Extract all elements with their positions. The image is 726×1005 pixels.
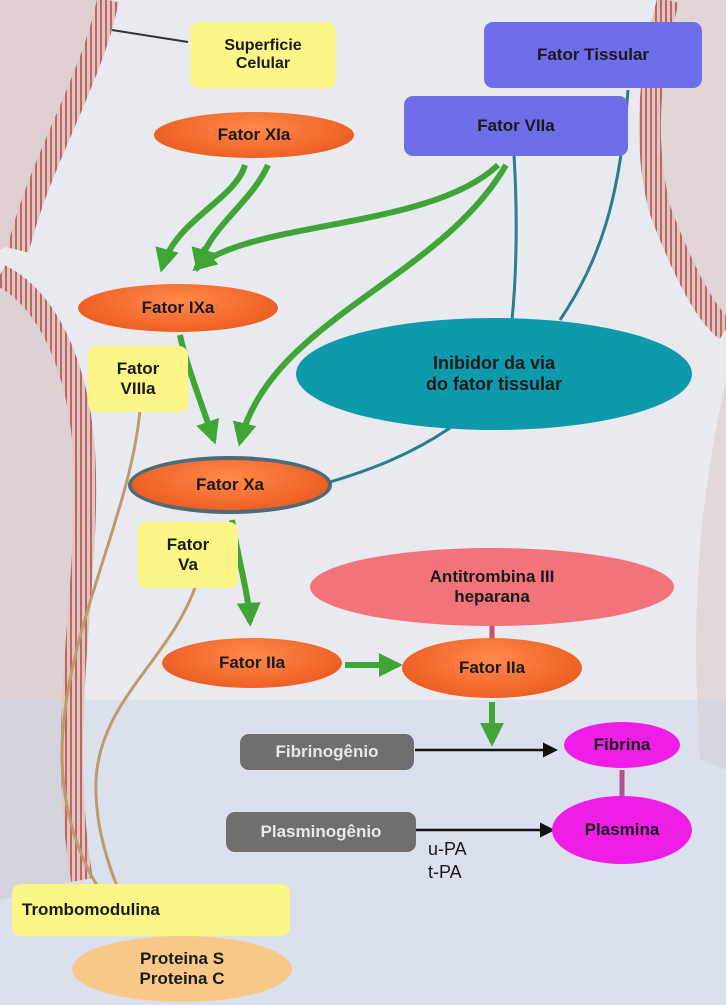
trombomodulina-label: Trombomodulina xyxy=(12,884,290,936)
inibidor-via-fator-tissular-node: Inibidor da via do fator tissular xyxy=(296,318,692,430)
fator-viia-node: Fator VIIa xyxy=(404,96,628,156)
plasmina-node: Plasmina xyxy=(552,796,692,864)
proteina-s-c-node: Proteina S Proteina C xyxy=(72,936,292,1002)
fator-viiia-label: Fator VIIIa xyxy=(88,346,188,412)
fator-ixa-node: Fator IXa xyxy=(78,284,278,332)
fator-tissular-node: Fator Tissular xyxy=(484,22,702,88)
antitrombina-iii-heparana-node: Antitrombina III heparana xyxy=(310,548,674,626)
upa-tpa-label: u-PA t-PA xyxy=(428,836,508,886)
fibrina-node: Fibrina xyxy=(564,722,680,768)
fator-xa-node: Fator Xa xyxy=(128,456,332,514)
superficie-celular-label: Superficie Celular xyxy=(190,22,336,88)
fator-va-label: Fator Va xyxy=(138,522,238,588)
fibrinogenio-node: Fibrinogênio xyxy=(240,734,414,770)
fator-iia-left-node: Fator IIa xyxy=(162,638,342,688)
plasminogenio-node: Plasminogênio xyxy=(226,812,416,852)
fator-iia-right-node: Fator IIa xyxy=(402,638,582,698)
fator-xia-node: Fator XIa xyxy=(154,112,354,158)
